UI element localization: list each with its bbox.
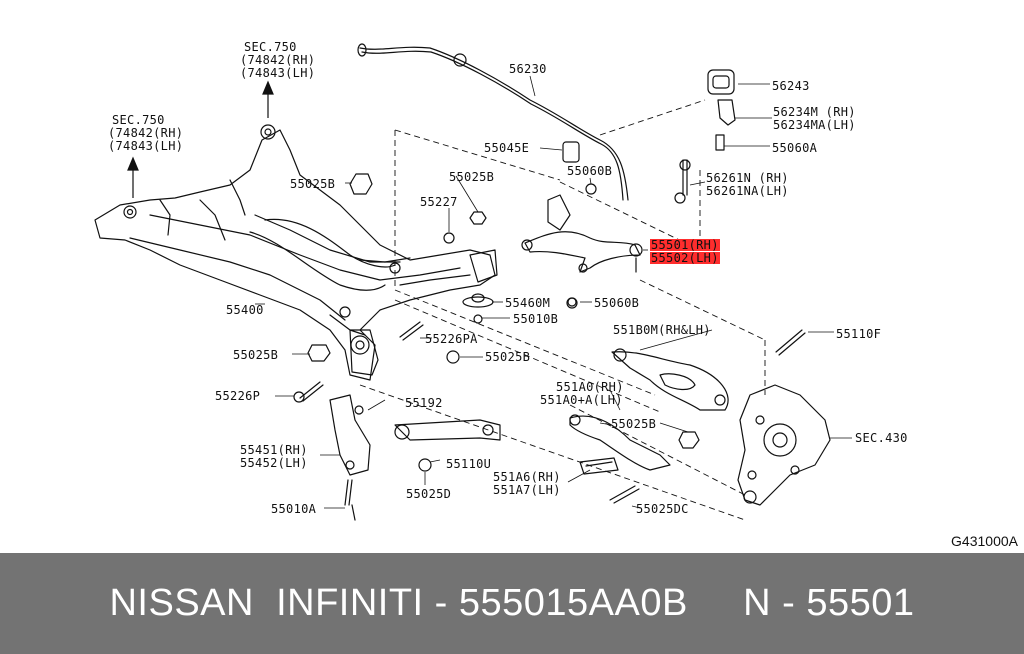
label-551A0: 551A0(RH)551A0+A(LH) xyxy=(540,380,624,407)
label-55110F: 55110F xyxy=(836,327,882,341)
parts-diagram xyxy=(94,43,852,521)
label-55226PA: 55226PA xyxy=(425,332,478,346)
label-55025DC: 55025DC xyxy=(636,502,689,516)
label-55010B: 55010B xyxy=(513,312,559,326)
label-55010A: 55010A xyxy=(271,502,317,516)
label-55045E: 55045E xyxy=(484,141,530,155)
label-55060B-top: 55060B xyxy=(567,164,613,178)
label-55060A: 55060A xyxy=(772,141,818,155)
subframe-55400 xyxy=(94,124,496,381)
label-55025D: 55025D xyxy=(406,487,452,501)
label-55460M: 55460M xyxy=(505,296,551,310)
diagram-code: G431000A xyxy=(951,533,1018,549)
label-sec750-top: SEC.750 (74842(RH) (74843(LH) xyxy=(240,40,316,80)
label-55025B-4: 55025B xyxy=(485,350,531,364)
highlight-55501: 55501(RH) xyxy=(650,238,720,252)
highlight-55502: 55502(LH) xyxy=(650,251,720,265)
label-55025B-5: 55025B xyxy=(611,417,657,431)
label-55025B-1: 55025B xyxy=(290,177,336,191)
label-56243: 56243 xyxy=(772,79,810,93)
label-55192: 55192 xyxy=(405,396,443,410)
banner-text: NISSAN INFINITI - 555015AA0B N - 55501 xyxy=(109,582,915,624)
label-551A6: 551A6(RH)551A7(LH) xyxy=(493,470,561,497)
label-55226P: 55226P xyxy=(215,389,261,403)
label-sec750-left: SEC.750 (74842(RH) (74843(LH) xyxy=(108,113,184,153)
label-55501-highlighted: 55501(RH) 55502(LH) xyxy=(650,239,720,264)
label-55451: 55451(RH)55452(LH) xyxy=(240,443,308,470)
label-sec430: SEC.430 xyxy=(855,431,908,445)
label-55060B-2: 55060B xyxy=(594,296,640,310)
label-55227: 55227 xyxy=(420,195,458,209)
label-56261: 56261N (RH)56261NA(LH) xyxy=(706,171,789,198)
label-55400: 55400 xyxy=(226,303,264,317)
lower-arm-551B0M xyxy=(611,348,729,411)
label-55025B-3: 55025B xyxy=(233,348,279,362)
label-55025B-2: 55025B xyxy=(449,170,495,184)
bushing xyxy=(469,249,498,283)
label-551B0M: 551B0M(RH&LH) xyxy=(613,323,711,337)
label-55110U: 55110U xyxy=(446,457,492,471)
part-number-banner: NISSAN INFINITI - 555015AA0B N - 55501 xyxy=(0,553,1024,654)
knuckle xyxy=(737,384,831,506)
label-56234: 56234M (RH)56234MA(LH) xyxy=(773,105,856,132)
label-56230: 56230 xyxy=(509,62,547,76)
upper-link-55501 xyxy=(521,194,643,309)
